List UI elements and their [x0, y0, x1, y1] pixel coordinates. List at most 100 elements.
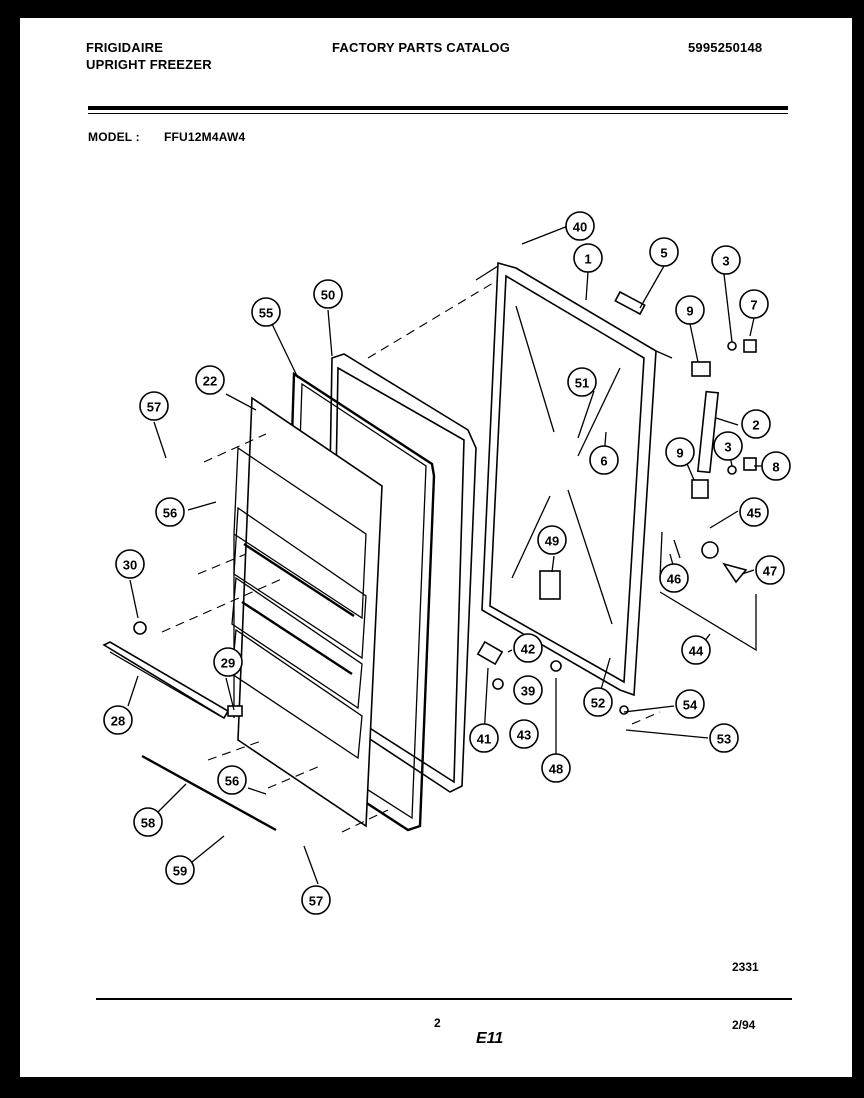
bottom-trim-strips [102, 641, 277, 832]
inner-door-panel [231, 396, 383, 828]
callout-circle [133, 807, 163, 837]
product-name: UPRIGHT FREEZER [86, 57, 212, 72]
callout-label: 29 [221, 656, 235, 671]
callout-54: 54 [675, 689, 705, 719]
model-number: FFU12M4AW4 [164, 130, 246, 144]
callout-label: 44 [689, 644, 704, 659]
callout-9: 9 [675, 295, 705, 325]
callout-label: 50 [321, 288, 335, 303]
callout-28: 28 [103, 705, 133, 735]
callout-circle [741, 409, 771, 439]
callout-57: 57 [139, 391, 169, 421]
callout-52: 52 [583, 687, 613, 717]
callout-label: 52 [591, 696, 605, 711]
callout-circle [469, 723, 499, 753]
callout-circle [675, 689, 705, 719]
callout-circle [513, 633, 543, 663]
callout-51: 51 [567, 367, 597, 397]
callout-label: 9 [686, 304, 693, 319]
callout-circle [681, 635, 711, 665]
callout-circle [573, 243, 603, 273]
callout-circle [217, 765, 247, 795]
callout-label: 42 [521, 642, 535, 657]
header-rule-thin [88, 113, 788, 114]
callout-label: 43 [517, 728, 531, 743]
callout-43: 43 [509, 719, 539, 749]
callout-label: 6 [600, 454, 607, 469]
callout-58: 58 [133, 807, 163, 837]
callout-39: 39 [513, 675, 543, 705]
callout-46: 46 [659, 563, 689, 593]
callout-label: 3 [724, 440, 731, 455]
catalog-number: 5995250148 [688, 40, 763, 55]
callout-label: 2 [752, 418, 759, 433]
callout-circle [711, 245, 741, 275]
callout-label: 5 [660, 246, 667, 261]
model-label: MODEL : [88, 130, 140, 144]
callout-5: 5 [649, 237, 679, 267]
catalog-title: FACTORY PARTS CATALOG [332, 40, 511, 55]
header-rule [88, 106, 788, 110]
footer-rule [96, 998, 792, 1000]
callout-22: 22 [195, 365, 225, 395]
callout-circle [139, 391, 169, 421]
callout-1: 1 [573, 243, 603, 273]
callout-circle [649, 237, 679, 267]
callout-circle [165, 855, 195, 885]
callout-label: 54 [683, 698, 698, 713]
callout-circle [583, 687, 613, 717]
callout-50: 50 [313, 279, 343, 309]
callout-41: 41 [469, 723, 499, 753]
outer-door-panel [475, 261, 673, 697]
callout-circle [565, 211, 595, 241]
callout-circle [665, 437, 695, 467]
callout-label: 51 [575, 376, 589, 391]
callout-3: 3 [713, 431, 743, 461]
callout-circle [103, 705, 133, 735]
callout-29: 29 [213, 647, 243, 677]
callout-label: 47 [763, 564, 777, 579]
callout-circle [589, 445, 619, 475]
callout-49: 49 [537, 525, 567, 555]
callout-label: 49 [545, 534, 559, 549]
exploded-parts-diagram: 4015379238945474644516494239434148525453… [102, 211, 791, 915]
callout-label: 53 [717, 732, 731, 747]
callout-circle [251, 297, 281, 327]
callout-label: 7 [750, 298, 757, 313]
callout-circle [301, 885, 331, 915]
callout-8: 8 [761, 451, 791, 481]
callout-circle [739, 497, 769, 527]
page-number: 2 [434, 1016, 441, 1030]
callout-circle [659, 563, 689, 593]
callout-circle [761, 451, 791, 481]
callout-44: 44 [681, 635, 711, 665]
callout-label: 1 [584, 252, 591, 267]
callout-label: 59 [173, 864, 187, 879]
callout-label: 39 [521, 684, 535, 699]
callout-circle [675, 295, 705, 325]
callout-circle [709, 723, 739, 753]
callout-label: 58 [141, 816, 155, 831]
callout-label: 30 [123, 558, 137, 573]
callout-7: 7 [739, 289, 769, 319]
callout-6: 6 [589, 445, 619, 475]
callout-47: 47 [755, 555, 785, 585]
callout-circle [567, 367, 597, 397]
callout-label: 56 [225, 774, 239, 789]
callout-label: 45 [747, 506, 761, 521]
section-code: E11 [476, 1030, 504, 1047]
callout-57: 57 [301, 885, 331, 915]
callout-circle [739, 289, 769, 319]
callout-label: 28 [111, 714, 125, 729]
callout-label: 55 [259, 306, 273, 321]
callout-59: 59 [165, 855, 195, 885]
callout-circle [313, 279, 343, 309]
callout-56: 56 [217, 765, 247, 795]
callout-label: 57 [309, 894, 323, 909]
callout-42: 42 [513, 633, 543, 663]
callout-circle [513, 675, 543, 705]
callout-label: 3 [722, 254, 729, 269]
bottom-hardware [133, 621, 629, 717]
callout-30: 30 [115, 549, 145, 579]
